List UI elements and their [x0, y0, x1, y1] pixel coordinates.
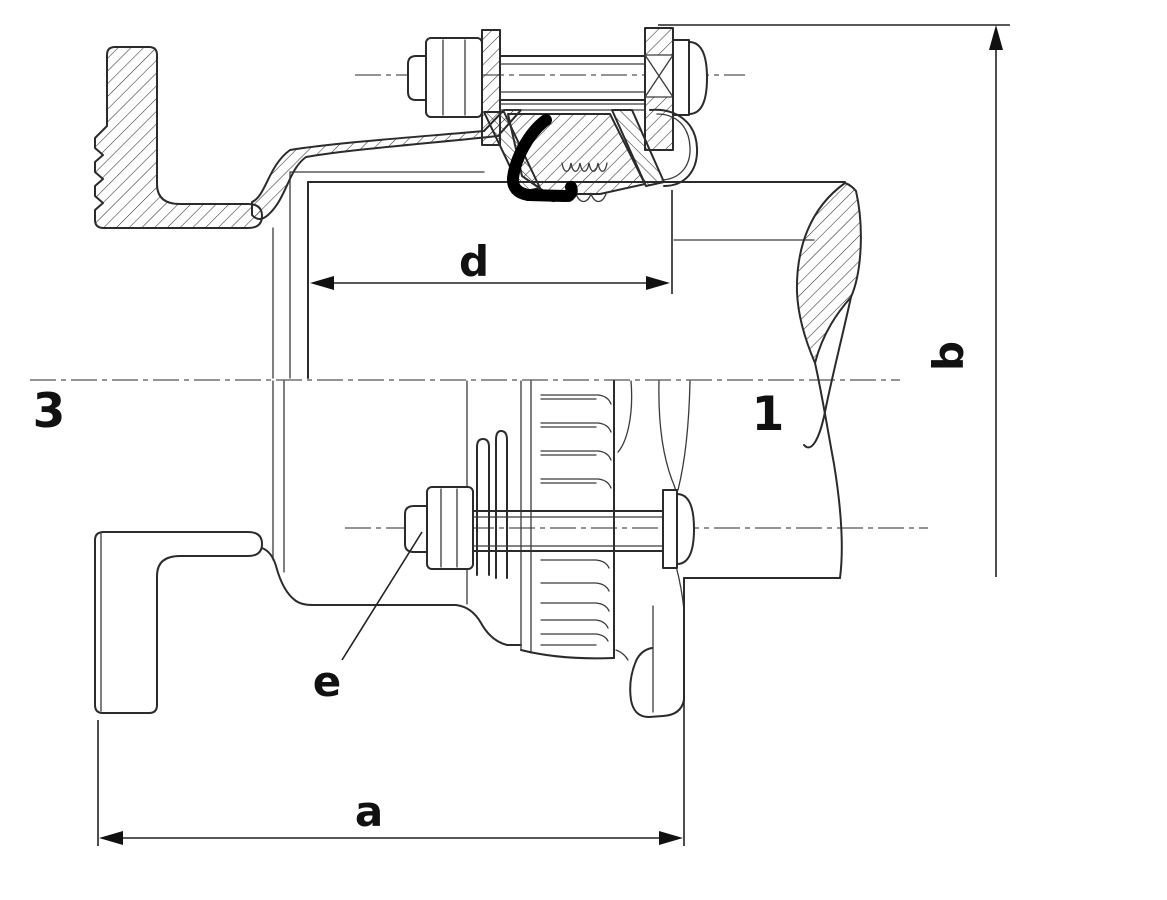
middle-bolt-head-dome	[676, 493, 695, 565]
leader-e-line	[341, 531, 423, 661]
middle-bolt-assembly	[404, 486, 695, 570]
rubber-gasket-section	[507, 113, 646, 195]
top-bolt-assembly	[407, 27, 708, 151]
dim-a-arrow-right	[659, 831, 683, 845]
grip-ring-ribs-upper	[540, 394, 612, 489]
flange-section-top	[94, 46, 263, 229]
clamp-jaw-right-section	[611, 109, 665, 187]
gasket-grip-teeth-row1	[561, 162, 608, 172]
dim-d-arrow-right	[646, 276, 670, 290]
grip-ring	[520, 380, 615, 660]
middle-bolt-thread-lines	[472, 516, 665, 547]
ring-to-lobe-line	[615, 649, 629, 661]
top-hex-nut	[425, 37, 483, 118]
pipe-break-line-outer	[814, 362, 843, 579]
coupling-exterior	[261, 380, 691, 718]
lip-seal	[506, 114, 578, 202]
coupling-bottom-silhouette	[261, 547, 522, 646]
top-bolt-tip	[407, 55, 427, 101]
pipe	[307, 181, 862, 579]
part-number-pipe: 1	[752, 387, 785, 442]
top-bolt-shaft	[499, 55, 646, 101]
top-bolt-head-dome	[688, 41, 708, 115]
dim-label-b: b	[924, 341, 973, 371]
dimension-d: d	[310, 190, 673, 294]
lug-bolt-hole-cross	[644, 54, 674, 98]
bracket-strap-2	[495, 430, 508, 579]
middle-bolt-shaft	[472, 510, 665, 552]
top-bolt-washer-right	[672, 39, 690, 116]
dim-b-arrow-up	[989, 25, 1003, 50]
casing-inner-edge	[289, 171, 485, 379]
grip-ring-bottom-edge	[520, 649, 615, 660]
casing-band-section	[251, 109, 522, 220]
dim-a-arrow-left	[99, 831, 123, 845]
dim-label-d: d	[459, 237, 489, 286]
middle-bolt-tip	[404, 505, 428, 553]
top-bolt-thread-lines	[499, 63, 646, 93]
pipe-break-line-inner	[803, 296, 852, 449]
dimension-b: b	[658, 24, 1010, 577]
top-hex-nut-facets	[442, 39, 466, 116]
dimension-a: a	[97, 700, 685, 846]
lug-curve-1	[617, 380, 633, 453]
bracket-strap-1	[476, 438, 490, 576]
adapter-tube-end-bottom	[272, 380, 285, 573]
middle-hex-nut-facets	[440, 488, 458, 568]
flange-outline-bottom	[94, 531, 263, 714]
grip-ring-ribs-lower	[540, 559, 610, 646]
casing-end-curl-outer	[649, 108, 699, 187]
lug-curve-2	[658, 380, 677, 493]
part-number-flange: 3	[33, 384, 66, 439]
gasket-housing	[483, 108, 699, 203]
leader-e: e	[313, 531, 423, 706]
dim-label-a: a	[355, 787, 383, 836]
lug-curve-3	[677, 380, 691, 491]
middle-bolt-washer	[662, 489, 678, 569]
coupling-bottom-lobe	[629, 647, 685, 718]
middle-hex-nut	[426, 486, 474, 570]
leader-label-e: e	[313, 657, 342, 706]
dim-d-arrow-left	[310, 276, 334, 290]
flange-adapter	[94, 46, 485, 714]
casing-end-curl-inner	[656, 113, 691, 181]
pipe-break-wall-section	[795, 182, 862, 364]
